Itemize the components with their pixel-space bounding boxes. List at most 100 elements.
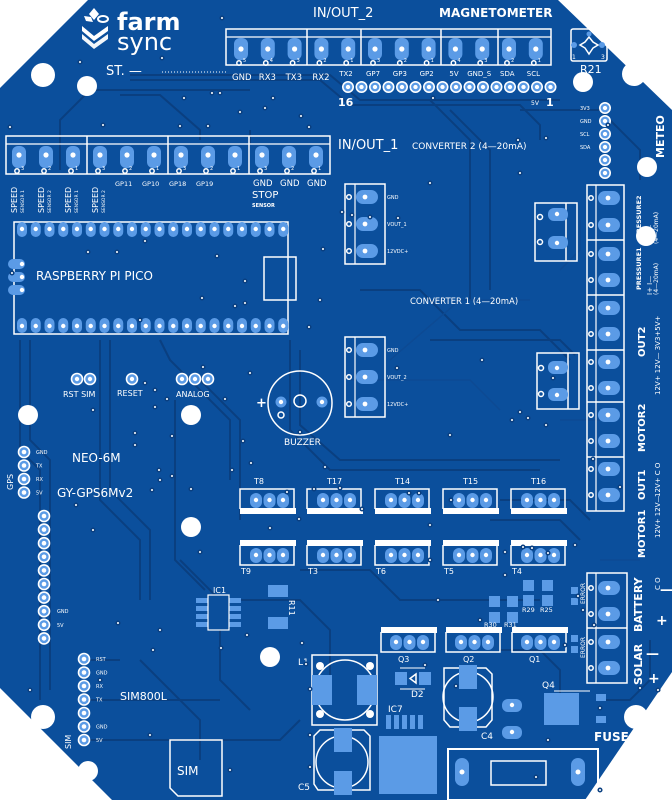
io1-terminal[interactable]: [174, 146, 188, 174]
rst-sim-header[interactable]: [70, 372, 97, 386]
right-terminal[interactable]: [598, 462, 620, 476]
power-terminal[interactable]: [598, 607, 620, 621]
io2-terminal[interactable]: [475, 38, 490, 66]
pico-pin[interactable]: [127, 318, 137, 333]
sim-pin[interactable]: [77, 720, 91, 733]
pico-pin[interactable]: [30, 222, 41, 237]
io1-terminal[interactable]: [255, 146, 269, 174]
right-terminal[interactable]: [598, 301, 620, 315]
converter-pin[interactable]: [356, 217, 378, 231]
right-terminal[interactable]: [598, 408, 620, 422]
meteo-pin[interactable]: [598, 102, 611, 115]
pico-pin[interactable]: [223, 318, 234, 333]
sim-pin[interactable]: [77, 733, 91, 747]
reset-header[interactable]: [125, 372, 139, 386]
converter-out-block-2[interactable]: [536, 352, 580, 410]
left-header-pin[interactable]: [37, 564, 51, 577]
right-terminal[interactable]: [598, 434, 620, 448]
pico-pin[interactable]: [223, 222, 234, 237]
header16-pin[interactable]: [544, 81, 557, 94]
pico-pin[interactable]: [58, 222, 69, 237]
io2-terminal[interactable]: [287, 38, 302, 66]
converter-pin[interactable]: [356, 190, 378, 204]
pico-pin[interactable]: [209, 318, 220, 333]
gps-pin[interactable]: [17, 472, 31, 486]
gps-pin[interactable]: [17, 486, 31, 499]
pico-debug-pin[interactable]: [8, 285, 25, 295]
io1-terminal[interactable]: [201, 146, 215, 174]
header16-pin[interactable]: [341, 81, 354, 94]
pico-pin[interactable]: [264, 318, 275, 333]
pico-pin[interactable]: [44, 318, 55, 333]
header16-pin[interactable]: [382, 81, 395, 94]
pico-pin[interactable]: [30, 318, 41, 333]
converter-pin[interactable]: [356, 244, 378, 258]
fuse-holder[interactable]: [447, 748, 599, 800]
pico-pin[interactable]: [72, 222, 82, 237]
io1-terminal[interactable]: [12, 146, 26, 174]
left-header-pin[interactable]: [37, 618, 51, 632]
header16-pin[interactable]: [368, 81, 381, 94]
header16-pin[interactable]: [490, 81, 503, 94]
header16-pin[interactable]: [503, 81, 516, 94]
meteo-pin[interactable]: [598, 128, 611, 141]
right-terminal[interactable]: [598, 273, 620, 287]
header16-pin[interactable]: [436, 81, 449, 94]
header16-pin[interactable]: [463, 81, 476, 94]
sim-pin[interactable]: [77, 693, 91, 706]
io1-terminal[interactable]: [228, 146, 242, 174]
pico-pin[interactable]: [154, 222, 165, 237]
header16-pin[interactable]: [530, 81, 543, 94]
converter-pin[interactable]: [356, 397, 378, 411]
sim-pin[interactable]: [77, 679, 91, 693]
analog-header[interactable]: [175, 372, 215, 386]
pico-pin[interactable]: [168, 318, 179, 333]
io1-terminal[interactable]: [309, 146, 323, 174]
left-header-pin[interactable]: [37, 604, 51, 618]
pico-pin[interactable]: [85, 318, 96, 333]
pico-pin[interactable]: [127, 222, 137, 237]
left-header-pin[interactable]: [37, 577, 51, 591]
header16-pin[interactable]: [449, 81, 462, 94]
pico-pin[interactable]: [140, 318, 151, 333]
right-terminal[interactable]: [598, 327, 620, 341]
right-terminal[interactable]: [598, 247, 620, 261]
sim-pin[interactable]: [77, 666, 91, 679]
pico-pin[interactable]: [113, 222, 124, 237]
pico-pin[interactable]: [99, 318, 110, 333]
left-header-pin[interactable]: [37, 591, 51, 604]
io2-terminal[interactable]: [421, 38, 436, 66]
pico-pin[interactable]: [17, 318, 27, 333]
pico-pin[interactable]: [264, 222, 275, 237]
pico-pin[interactable]: [85, 222, 96, 237]
converter-out-block-1[interactable]: [534, 202, 578, 262]
io1-terminal[interactable]: [93, 146, 107, 174]
io2-terminal[interactable]: [448, 38, 463, 66]
header16-pin[interactable]: [355, 81, 368, 94]
io2-terminal[interactable]: [394, 38, 409, 66]
pico-pin[interactable]: [278, 318, 289, 333]
sim-pin[interactable]: [77, 706, 91, 720]
converter-pin[interactable]: [356, 370, 378, 384]
converter-pin[interactable]: [356, 343, 378, 357]
pico-pin[interactable]: [237, 318, 247, 333]
header16-pin[interactable]: [395, 81, 408, 94]
io2-terminal[interactable]: [368, 38, 382, 66]
pico-pin[interactable]: [168, 222, 179, 237]
right-terminal[interactable]: [598, 218, 620, 232]
io1-terminal[interactable]: [120, 146, 134, 174]
header16-pin[interactable]: [517, 81, 530, 94]
pico-pin[interactable]: [182, 318, 192, 333]
pico-pin[interactable]: [99, 222, 110, 237]
pico-pin[interactable]: [72, 318, 82, 333]
io1-terminal[interactable]: [66, 146, 80, 174]
pico-pin[interactable]: [250, 318, 261, 333]
pico-debug-pin[interactable]: [8, 259, 25, 269]
right-terminal[interactable]: [598, 488, 620, 502]
io1-terminal[interactable]: [147, 146, 161, 174]
io2-terminal[interactable]: [234, 38, 248, 66]
header16-pin[interactable]: [422, 81, 435, 94]
left-header-pin[interactable]: [37, 632, 51, 645]
io2-terminal[interactable]: [528, 38, 543, 66]
pico-pin[interactable]: [250, 222, 261, 237]
